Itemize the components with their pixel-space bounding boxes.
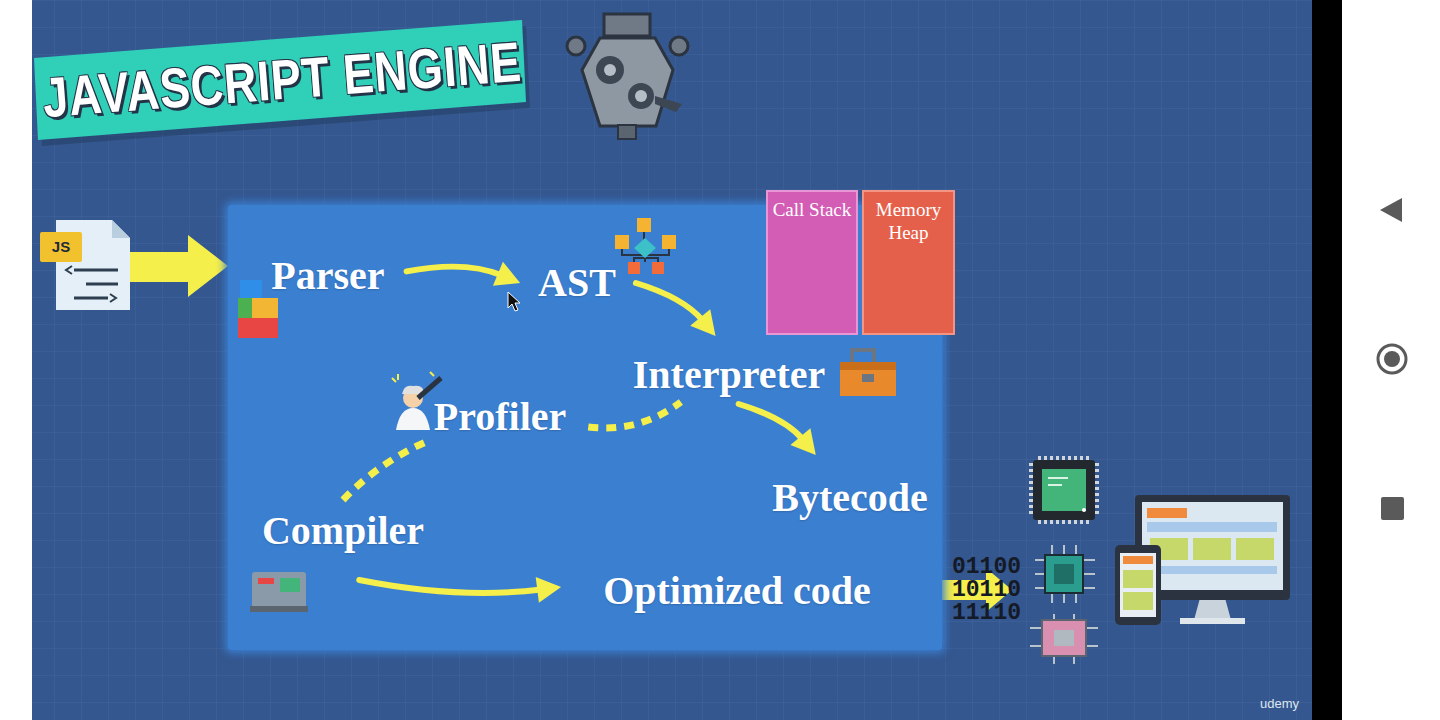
nav-buttons <box>1378 198 1406 520</box>
flow-line <box>359 580 541 593</box>
flow-line <box>588 402 681 428</box>
title-banner <box>34 20 530 146</box>
node-text: Optimized code <box>603 568 871 614</box>
stage-label: Parser <box>271 253 384 299</box>
flow-connector <box>343 442 426 500</box>
binary-digits: 11110 <box>952 602 1021 625</box>
flow-line <box>739 404 803 440</box>
flow-connector <box>359 577 561 603</box>
node-text: AST <box>538 260 616 306</box>
stage-label: Optimized code <box>603 568 871 614</box>
binary-digits: 10110 <box>952 579 1021 602</box>
arrow-head <box>690 309 715 336</box>
stage-label: Interpreter <box>633 352 826 398</box>
blueprint-ground <box>32 0 1312 720</box>
flow-connector <box>739 404 816 455</box>
arrow-head <box>536 577 561 603</box>
node-text: Bytecode <box>772 475 928 521</box>
stage-label: AST <box>538 260 616 306</box>
node-text: Profiler <box>434 394 567 440</box>
binary-digits: 01100 <box>952 556 1021 579</box>
node-text: Parser <box>271 253 384 299</box>
mouse-cursor <box>508 292 520 311</box>
node-text: Call Stack <box>768 192 856 222</box>
stage-label: Bytecode <box>772 475 928 521</box>
circuit-chip <box>1035 545 1095 603</box>
board-chip <box>1030 614 1098 664</box>
flow-connector <box>636 283 716 336</box>
arrow-head <box>493 262 520 286</box>
flow-line <box>636 283 703 321</box>
blueprint-grid <box>32 0 1312 720</box>
video-edge <box>1312 0 1342 720</box>
node-text: Compiler <box>262 508 424 554</box>
memory-box: Call Stack <box>766 190 858 335</box>
stage-label: Compiler <box>262 508 424 554</box>
memory-box: Memory Heap <box>862 190 955 335</box>
engine-icon <box>567 14 688 139</box>
machine-icon <box>250 572 308 612</box>
watermark: udemy <box>1260 696 1299 711</box>
scientist-icon <box>392 372 441 430</box>
flow-connector <box>407 262 520 286</box>
input-arrow <box>130 235 228 297</box>
flow-connector <box>588 402 681 428</box>
file-tag: JS <box>40 232 82 262</box>
node-text: Interpreter <box>633 352 826 398</box>
toolbox-icon <box>840 350 896 396</box>
flow-line <box>343 442 426 500</box>
stage-label: Profiler <box>434 394 567 440</box>
tree-icon <box>615 218 676 274</box>
flow-line <box>407 267 502 276</box>
cpu-chip <box>1031 458 1097 522</box>
node-text: Memory Heap <box>864 192 953 245</box>
phone-device <box>1115 545 1161 625</box>
arrow-head <box>790 428 815 455</box>
